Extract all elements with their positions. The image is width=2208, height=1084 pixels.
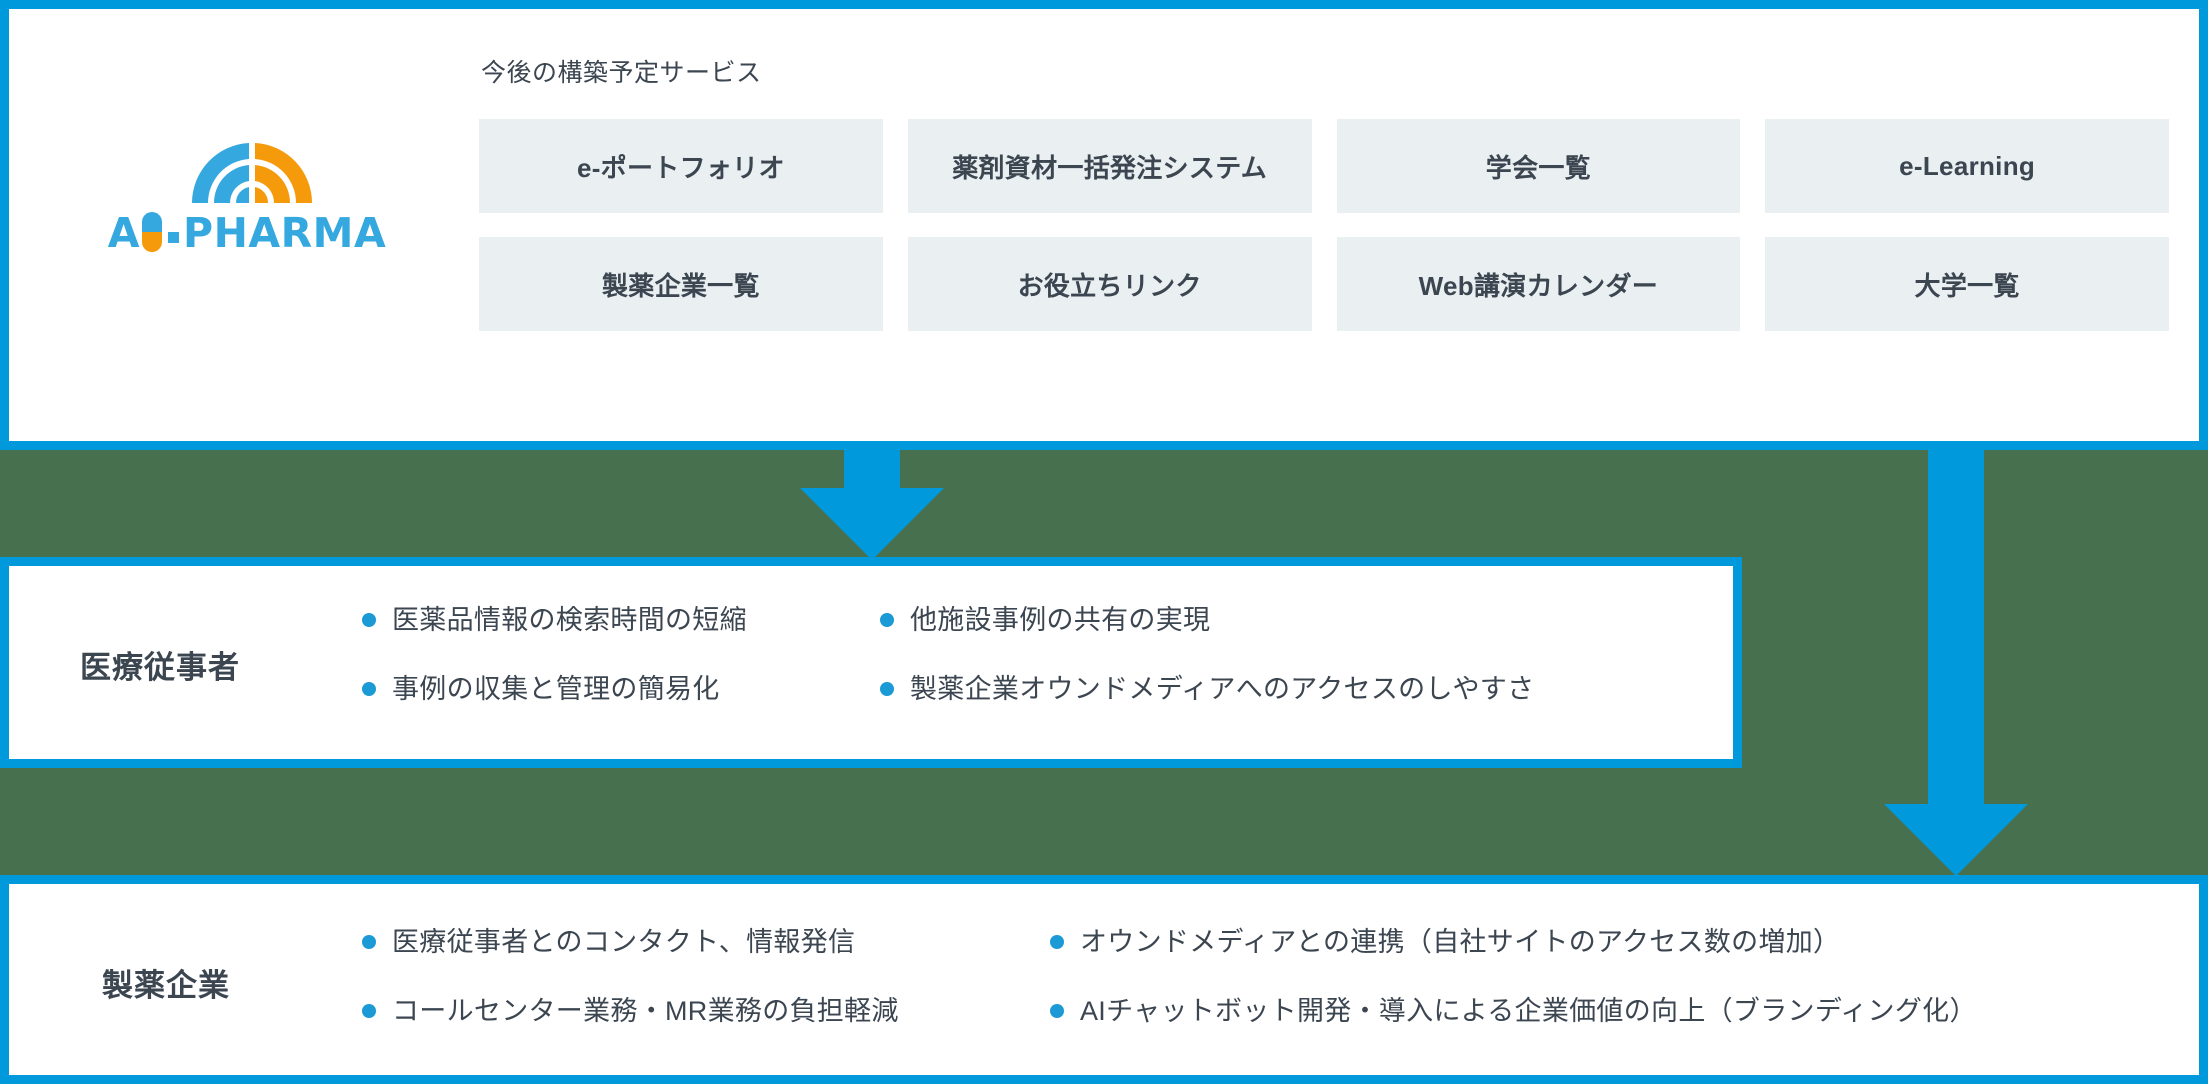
healthcare-workers-title: 医療従事者 bbox=[80, 650, 240, 685]
service-box-pharma-company-list[interactable]: 製薬企業一覧 bbox=[479, 237, 883, 331]
bullet-dot-icon bbox=[362, 613, 376, 627]
service-box-useful-links[interactable]: お役立ちリンク bbox=[907, 237, 1312, 331]
list-item-label: 事例の収集と管理の簡易化 bbox=[392, 674, 720, 705]
arrow-head bbox=[1884, 804, 2028, 876]
arrow-head bbox=[800, 488, 944, 560]
list-item: オウンドメディアとの連携（自社サイトのアクセス数の増加） bbox=[1050, 926, 1977, 958]
list-item: 他施設事例の共有の実現 bbox=[880, 604, 1534, 636]
pharma-companies-title: 製薬企業 bbox=[102, 968, 230, 1003]
bullet-dot-icon bbox=[880, 613, 894, 627]
list-item-label: AIチャットボット開発・導入による企業価値の向上（ブランディング化） bbox=[1080, 996, 1977, 1027]
bullet-dot-icon bbox=[362, 1004, 376, 1019]
list-item-label: オウンドメディアとの連携（自社サイトのアクセス数の増加） bbox=[1080, 927, 1841, 957]
list-item-label: コールセンター業務・MR業務の負担軽減 bbox=[392, 996, 899, 1027]
service-box-conference-list[interactable]: 学会一覧 bbox=[1336, 119, 1741, 213]
healthcare-workers-panel bbox=[0, 557, 1742, 768]
list-item: 事例の収集と管理の簡易化 bbox=[362, 673, 747, 705]
service-box-bulk-order-system[interactable]: 薬剤資材一括発注システム bbox=[907, 119, 1312, 213]
pharma-companies-benefits-column-1: 医療従事者とのコンタクト、情報発信 コールセンター業務・MR業務の負担軽減 bbox=[362, 926, 899, 1065]
signal-arc-icon bbox=[191, 143, 313, 203]
healthcare-workers-benefits-column-1: 医薬品情報の検索時間の短縮 事例の収集と管理の簡易化 bbox=[362, 604, 747, 743]
service-box-e-learning[interactable]: e-Learning bbox=[1765, 119, 2169, 213]
list-item-label: 他施設事例の共有の実現 bbox=[910, 605, 1211, 635]
brand-wordmark: A PHARMA bbox=[97, 209, 397, 257]
list-item-label: 医薬品情報の検索時間の短縮 bbox=[392, 605, 747, 635]
arrow-shaft bbox=[1928, 450, 1984, 808]
healthcare-workers-benefits-column-2: 他施設事例の共有の実現 製薬企業オウンドメディアへのアクセスのしやすさ bbox=[880, 604, 1534, 743]
service-box-university-list[interactable]: 大学一覧 bbox=[1765, 237, 2169, 331]
list-item: 医薬品情報の検索時間の短縮 bbox=[362, 604, 747, 636]
pill-icon bbox=[142, 212, 163, 252]
hyphen-dot-icon bbox=[168, 232, 180, 243]
down-arrow-to-pharma-companies-icon bbox=[1884, 450, 2028, 876]
bullet-dot-icon bbox=[1050, 1004, 1064, 1019]
brand-logo: A PHARMA bbox=[97, 137, 397, 287]
list-item: 製薬企業オウンドメディアへのアクセスのしやすさ bbox=[880, 673, 1534, 705]
brand-letter-a: A bbox=[107, 209, 141, 257]
brand-word-pharma: PHARMA bbox=[183, 209, 387, 257]
list-item-label: 製薬企業オウンドメディアへのアクセスのしやすさ bbox=[910, 674, 1535, 705]
list-item-label: 医療従事者とのコンタクト、情報発信 bbox=[392, 927, 856, 957]
bullet-dot-icon bbox=[362, 682, 376, 697]
service-box-e-portfolio[interactable]: e-ポートフォリオ bbox=[479, 119, 883, 213]
service-box-web-lecture-calendar[interactable]: Web講演カレンダー bbox=[1336, 237, 1741, 331]
pharma-companies-panel bbox=[0, 875, 2208, 1084]
bullet-dot-icon bbox=[362, 935, 376, 949]
future-services-panel: A PHARMA 今後の構築予定サービス e-ポートフォリオ 薬剤資材一括発注シス… bbox=[0, 0, 2208, 450]
list-item: 医療従事者とのコンタクト、情報発信 bbox=[362, 926, 899, 958]
list-item: コールセンター業務・MR業務の負担軽減 bbox=[362, 995, 899, 1027]
bullet-dot-icon bbox=[880, 682, 894, 697]
arrow-shaft bbox=[844, 450, 900, 492]
future-services-label: 今後の構築予定サービス bbox=[481, 59, 762, 87]
down-arrow-to-healthcare-workers-icon bbox=[800, 450, 944, 560]
list-item: AIチャットボット開発・導入による企業価値の向上（ブランディング化） bbox=[1050, 995, 1977, 1027]
service-grid: e-ポートフォリオ 薬剤資材一括発注システム 学会一覧 e-Learning 製… bbox=[479, 119, 2169, 331]
pharma-companies-benefits-column-2: オウンドメディアとの連携（自社サイトのアクセス数の増加） AIチャットボット開発… bbox=[1050, 926, 1977, 1065]
bullet-dot-icon bbox=[1050, 935, 1064, 949]
